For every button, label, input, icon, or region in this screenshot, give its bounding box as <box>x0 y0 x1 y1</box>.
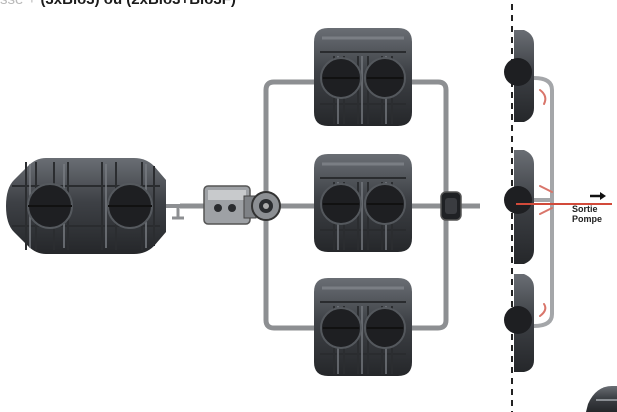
tank-row-3 <box>312 276 414 378</box>
tank-row-1 <box>312 26 414 128</box>
arrow-right-icon <box>590 192 606 200</box>
outlet-label-line2: Pompe <box>572 214 603 224</box>
outlet-label: Sortie Pompe <box>572 204 617 224</box>
outlet-label-line1: Sortie <box>572 204 598 214</box>
valve-icon <box>440 191 462 221</box>
diagram-header: sse + (3xBlo3) ou (2xBlo3+Blo3F) <box>0 0 236 11</box>
header-prefix: sse + <box>0 0 40 8</box>
pump-icon <box>251 191 281 221</box>
storage-tank-icon <box>6 158 166 254</box>
filter-icon <box>203 185 257 225</box>
right-tank-column <box>504 30 617 412</box>
header-title: (3xBlo3) ou (2xBlo3+Blo3F) <box>40 0 235 8</box>
tank-row-2 <box>312 152 414 254</box>
flow-arrows <box>539 89 553 317</box>
